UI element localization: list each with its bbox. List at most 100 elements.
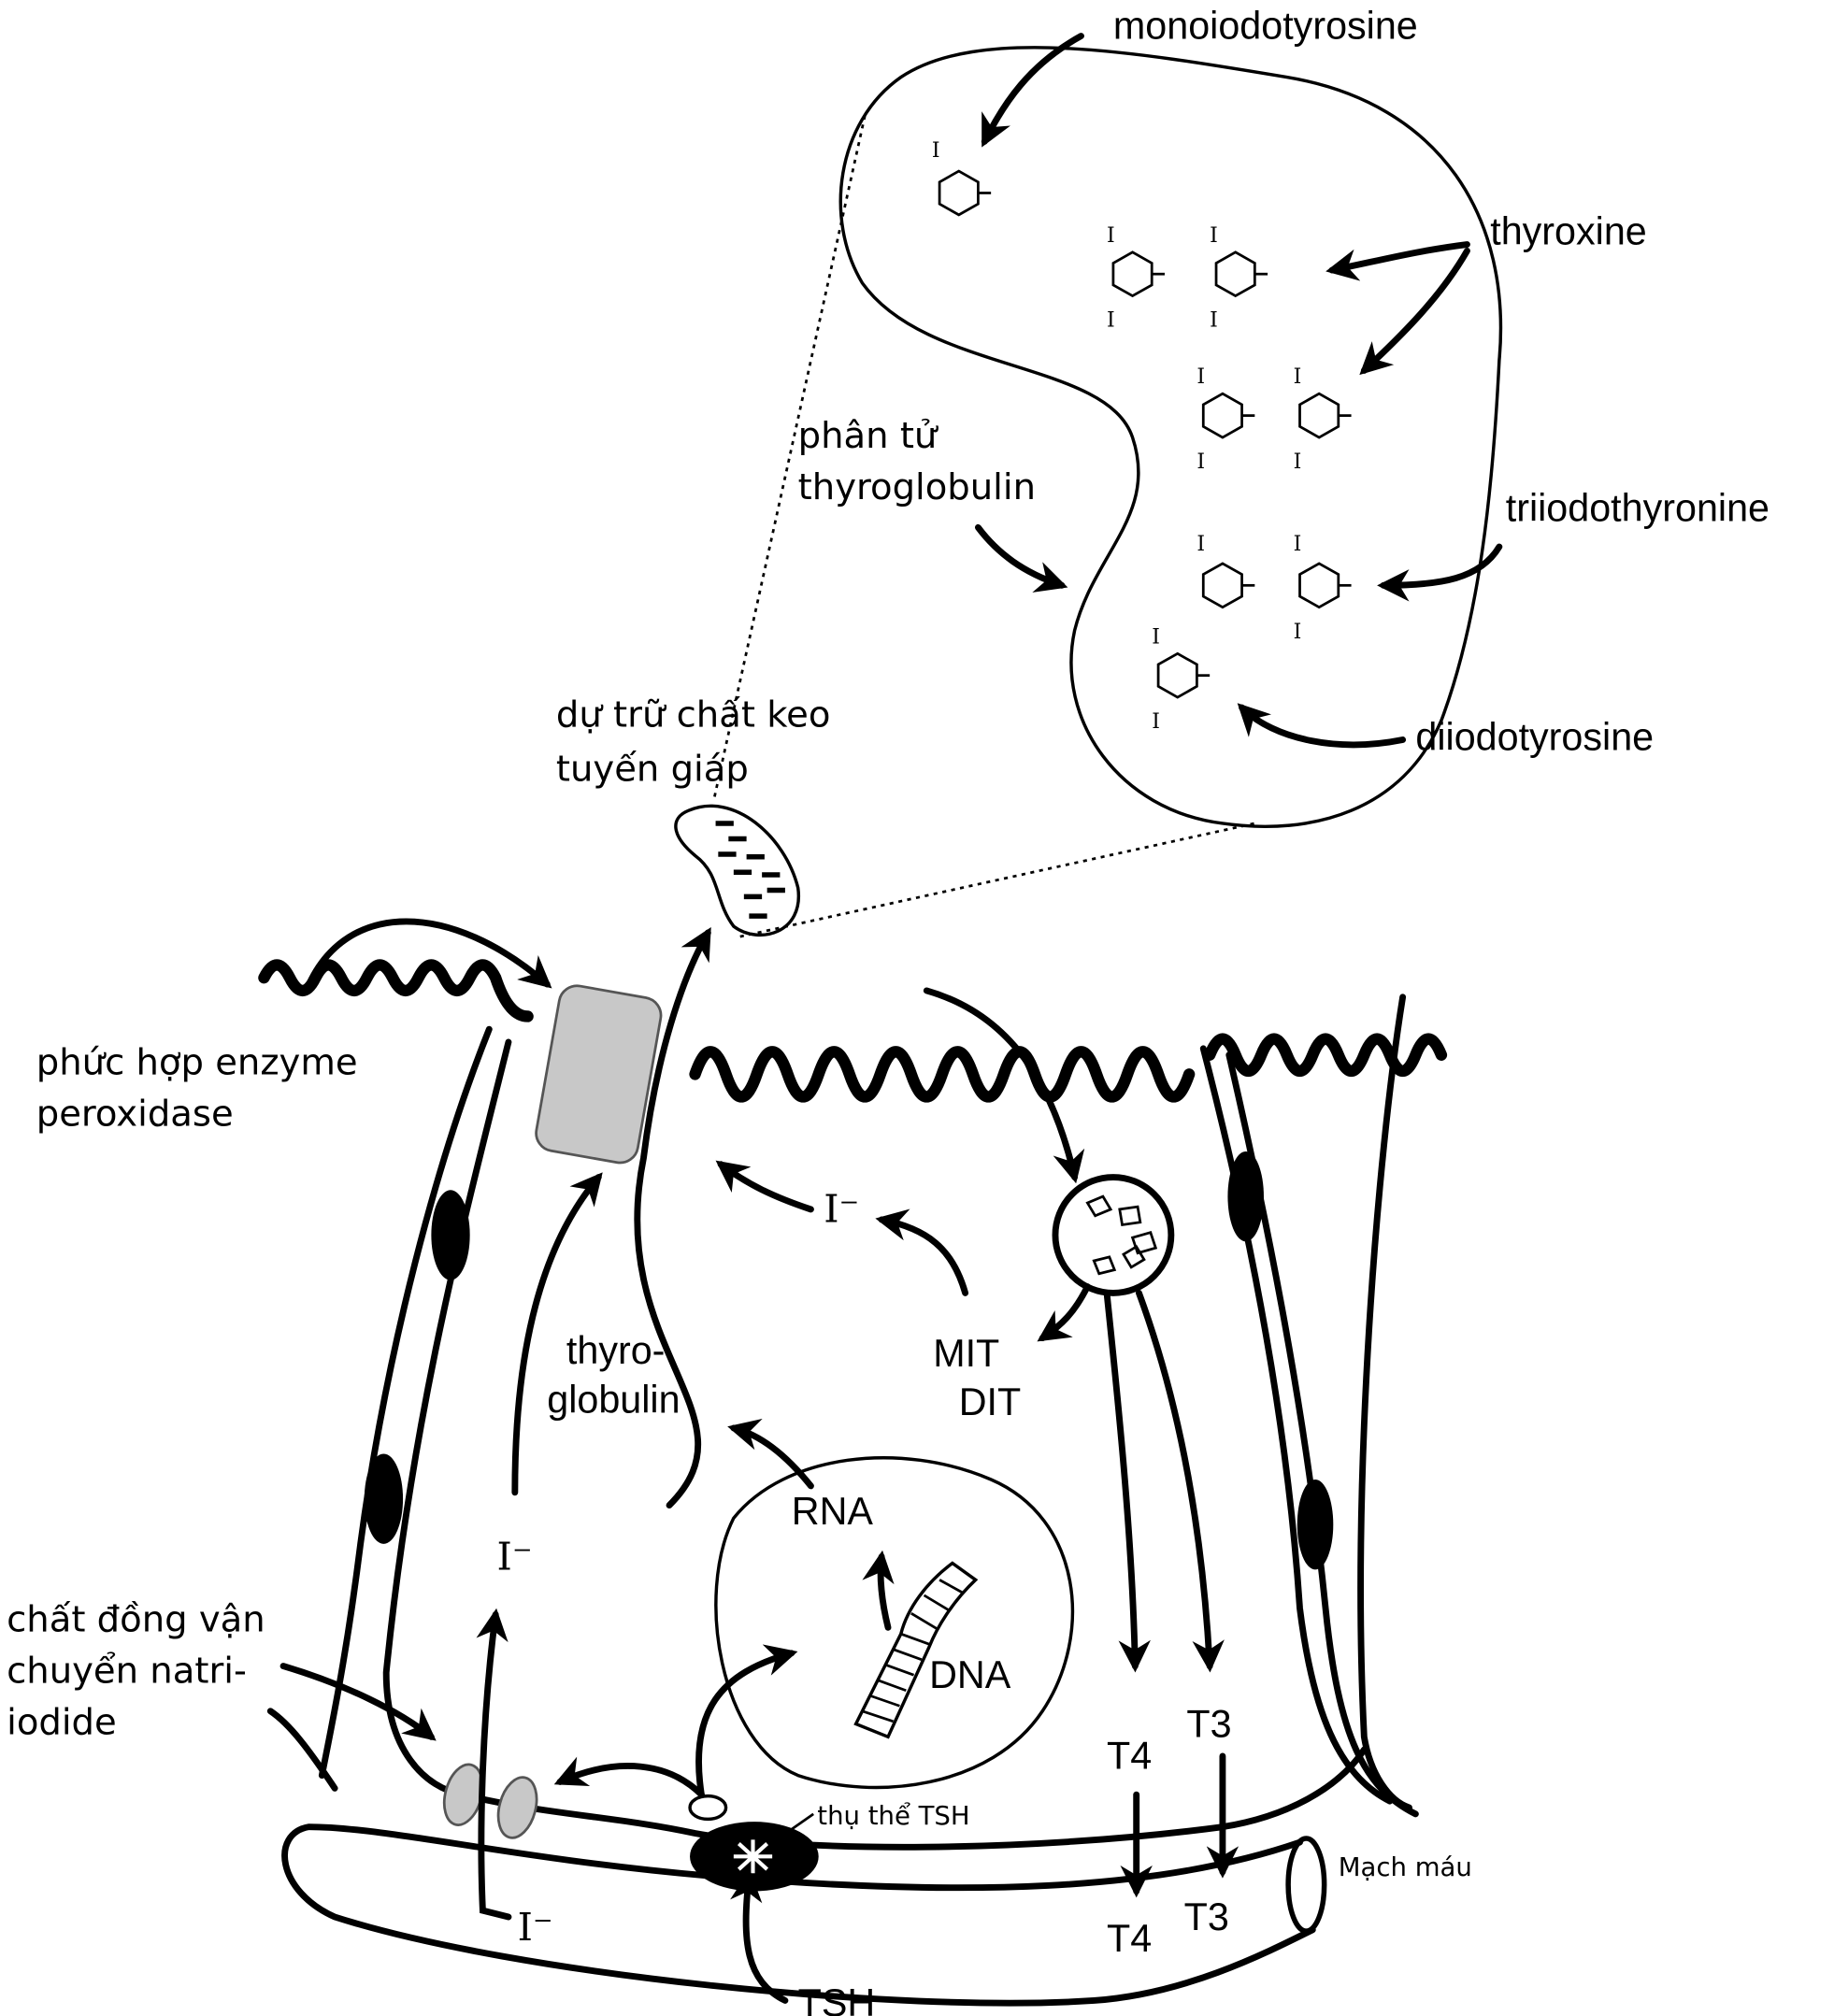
arrow-t4-release bbox=[1103, 1289, 1151, 1673]
molecule-t3-a: I bbox=[1196, 533, 1256, 609]
arrow-thyroglobulin-molecule bbox=[974, 523, 1068, 593]
second-messenger bbox=[688, 1794, 728, 1822]
apical-membrane-left bbox=[258, 959, 534, 1022]
label-nis-2: chuyển natri- bbox=[7, 1650, 247, 1692]
follicle-center-wall bbox=[1357, 994, 1412, 1811]
svg-text:I: I bbox=[1294, 621, 1302, 644]
label-thyroglobulin-1: thyro- bbox=[566, 1329, 666, 1372]
dna-rungs bbox=[862, 1579, 964, 1723]
label-diiodotyrosine: diiodotyrosine bbox=[1415, 716, 1654, 759]
arrow-thyroxine-2 bbox=[1359, 247, 1470, 376]
label-iodide-intracellular: I⁻ bbox=[497, 1534, 533, 1579]
arrow-monoiodotyrosine bbox=[981, 33, 1084, 148]
arrow-endocytosis bbox=[923, 987, 1085, 1184]
arrow-iodide-to-peroxidase bbox=[511, 1172, 603, 1496]
label-monoiodotyrosine: monoiodotyrosine bbox=[1113, 4, 1418, 47]
label-mit: MIT bbox=[933, 1332, 999, 1375]
svg-text:I: I bbox=[1294, 450, 1302, 474]
nucleus bbox=[714, 1456, 1075, 1790]
blood-vessel bbox=[281, 1823, 1316, 2007]
tight-junction bbox=[431, 1190, 470, 1280]
molecule-t4-c: II bbox=[1196, 365, 1256, 474]
label-nis-1: chất đồng vận bbox=[7, 1598, 265, 1640]
molecule-t4-b: II bbox=[1210, 224, 1269, 333]
lysosome-fragments bbox=[1085, 1194, 1158, 1276]
svg-text:I: I bbox=[1107, 224, 1115, 248]
tight-junction bbox=[1227, 1151, 1264, 1242]
svg-text:I: I bbox=[1152, 710, 1160, 734]
molecule-mit: I bbox=[932, 139, 993, 217]
peroxidase-enzyme bbox=[535, 984, 663, 1165]
svg-text:I: I bbox=[1294, 365, 1302, 389]
label-thyroglobulin-2: globulin bbox=[547, 1378, 680, 1421]
molecule-dit: II bbox=[1152, 625, 1211, 734]
arrow-rna-translation bbox=[727, 1418, 814, 1490]
arrow-tsh-binding bbox=[730, 1869, 789, 2004]
arrow-camp-to-nucleus bbox=[695, 1644, 798, 1798]
label-thyroglobulin-molecule-2: thyroglobulin bbox=[798, 466, 1036, 508]
tight-junction bbox=[1297, 1479, 1334, 1570]
svg-text:I: I bbox=[1210, 224, 1218, 248]
arrow-mit-dit-deiodination bbox=[875, 1208, 969, 1296]
label-t3-cell: T3 bbox=[1186, 1702, 1231, 1745]
left-wall-outer bbox=[318, 1025, 493, 1780]
arrow-to-peroxidase bbox=[306, 918, 552, 989]
arrow-iodide-uptake bbox=[476, 1608, 512, 1921]
lysosome bbox=[1052, 1174, 1175, 1296]
svg-text:I: I bbox=[1196, 533, 1205, 556]
label-dna: DNA bbox=[929, 1653, 1011, 1696]
thyroglobulin-molecule-outline bbox=[838, 46, 1503, 829]
apical-membrane-center bbox=[689, 1046, 1196, 1103]
dna-helix bbox=[853, 1561, 979, 1739]
label-colloid-1: dự trữ chất keo bbox=[556, 694, 831, 736]
label-colloid-2: tuyến giáp bbox=[556, 749, 749, 791]
label-tsh-receptor: thụ thể TSH bbox=[817, 1801, 969, 1831]
label-peroxidase-2: peroxidase bbox=[36, 1093, 234, 1135]
label-t4-cell: T4 bbox=[1107, 1735, 1152, 1778]
svg-text:I: I bbox=[1196, 450, 1205, 474]
blood-vessel-opening bbox=[1285, 1836, 1327, 1934]
molecule-t4-a: II bbox=[1107, 224, 1167, 333]
zoom-line-lower bbox=[739, 822, 1255, 938]
arrow-nis-label bbox=[279, 1663, 437, 1741]
svg-text:I: I bbox=[1196, 365, 1205, 389]
tsh-receptor-star bbox=[733, 1839, 773, 1874]
arrow-thyroglobulin-secretion bbox=[634, 926, 711, 1508]
label-blood-vessel: Mạch máu bbox=[1339, 1852, 1472, 1882]
basal-membrane bbox=[460, 1746, 1368, 1851]
arrow-camp-to-nis bbox=[553, 1756, 705, 1798]
molecule-t4-d: II bbox=[1294, 365, 1353, 474]
nis-transporter bbox=[496, 1776, 538, 1839]
left-wall-inner bbox=[266, 1708, 338, 1792]
label-thyroglobulin-molecule-1: phân tử bbox=[798, 415, 939, 457]
left-wall-mid bbox=[382, 1038, 512, 1798]
svg-text:I: I bbox=[932, 139, 940, 163]
label-nis-3: iodide bbox=[7, 1702, 117, 1744]
svg-text:I: I bbox=[1210, 309, 1218, 333]
label-iodide-blood: I⁻ bbox=[518, 1905, 553, 1950]
molecule-t3-b: II bbox=[1294, 533, 1353, 644]
label-triiodothyronine: triiodothyronine bbox=[1506, 486, 1770, 529]
arrow-iodide-recycle bbox=[715, 1160, 814, 1213]
arrow-to-mit-dit bbox=[1037, 1283, 1091, 1342]
label-tsh: TSH bbox=[798, 1981, 876, 2016]
arrow-diiodotyrosine bbox=[1237, 703, 1407, 749]
label-t4-blood: T4 bbox=[1107, 1917, 1152, 1960]
svg-text:I: I bbox=[1152, 625, 1160, 649]
label-t3-blood: T3 bbox=[1184, 1895, 1229, 1938]
arrow-thyroxine-1 bbox=[1325, 241, 1470, 281]
apical-membrane-right bbox=[1203, 1033, 1448, 1077]
colloid-vesicle bbox=[674, 804, 801, 937]
arrow-transcription bbox=[862, 1550, 895, 1631]
svg-text:I: I bbox=[1294, 533, 1302, 556]
label-rna: RNA bbox=[792, 1490, 874, 1533]
tight-junction bbox=[364, 1453, 404, 1544]
label-dit: DIT bbox=[959, 1380, 1021, 1423]
label-iodide-recycled: I⁻ bbox=[824, 1187, 859, 1232]
arrow-t3-release bbox=[1136, 1289, 1225, 1673]
label-thyroxine: thyroxine bbox=[1490, 210, 1647, 253]
arrow-triiodothyronine bbox=[1377, 543, 1503, 602]
colloid-dashes bbox=[715, 821, 785, 919]
